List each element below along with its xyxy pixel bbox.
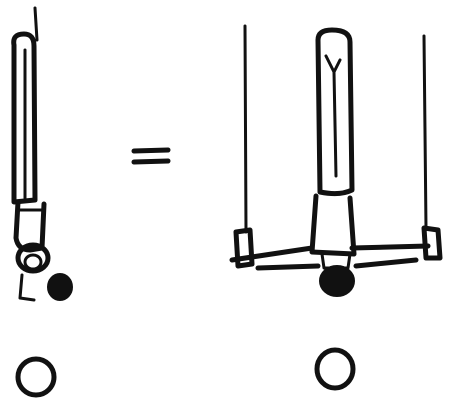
right-legs	[315, 27, 355, 197]
left-cable-line	[33, 6, 39, 42]
equals-top-line	[131, 147, 171, 154]
left-head	[47, 273, 73, 301]
left-figure-side-view	[11, 6, 73, 302]
right-arm-left-upper	[229, 245, 315, 263]
left-legs	[11, 31, 38, 205]
right-cable-left	[243, 24, 248, 234]
right-arm-right-upper	[349, 243, 431, 251]
right-leg-split-line	[332, 70, 338, 178]
left-shoulder-inner	[23, 253, 43, 271]
right-circle-marker	[314, 347, 356, 391]
right-head	[319, 265, 355, 297]
right-ring-right	[421, 225, 443, 261]
right-torso	[309, 193, 357, 257]
right-figure-front-view	[229, 24, 443, 297]
equals-bottom-line	[131, 158, 171, 165]
right-arm-right-lower	[353, 257, 419, 269]
left-circle-marker	[15, 356, 57, 398]
right-ring-left	[233, 227, 255, 269]
right-arm-left-lower	[255, 263, 321, 271]
right-feet-mark	[324, 54, 342, 74]
left-shoulder-ring	[15, 242, 51, 274]
right-cable-right	[422, 34, 428, 230]
equals-sign	[131, 147, 171, 165]
left-hand	[18, 273, 36, 302]
